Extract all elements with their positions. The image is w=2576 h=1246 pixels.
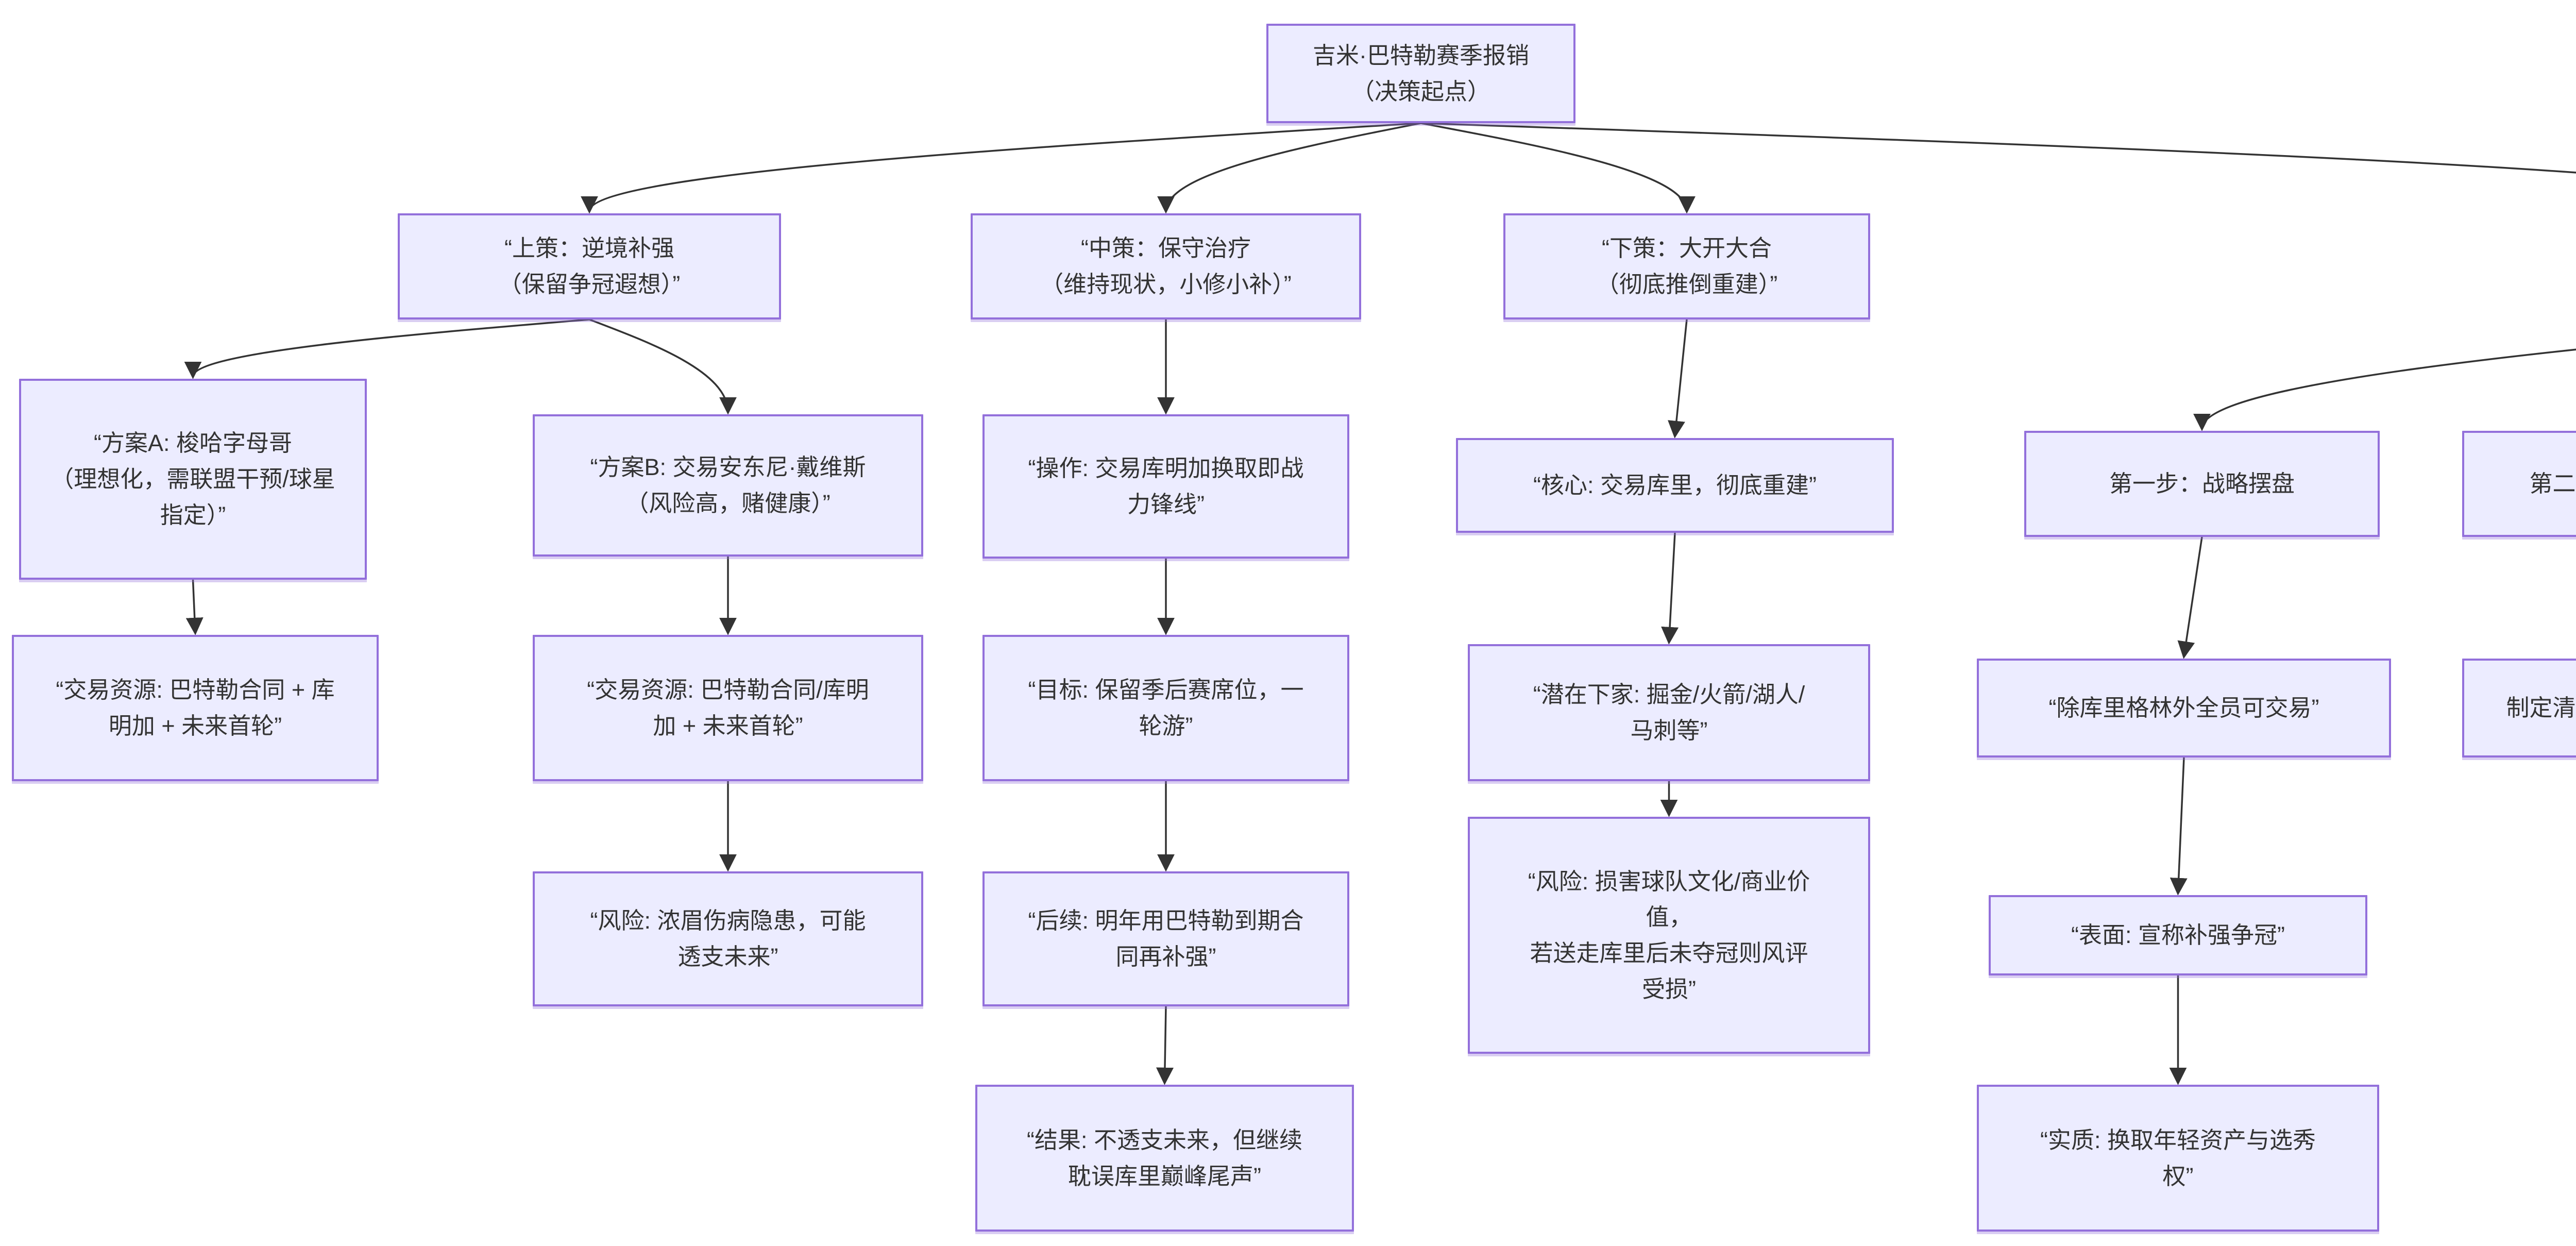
flow-edge-root-to-xia: [1420, 122, 1696, 214]
flow-node-ziyuanA: “交易资源: 巴特勒合同 + 库 明加 + 未来首轮”: [12, 635, 379, 781]
flow-edge-root-to-zhong: [1157, 122, 1421, 214]
flow-edge-root-to-yincang: [1420, 122, 2576, 174]
flow-node-jieguo: “结果: 不透支未来，但继续 耽误库里巅峰尾声”: [975, 1085, 1354, 1232]
flow-node-zhong: “中策：保守治疗 （维持现状，小修小补）”: [971, 213, 1361, 319]
flow-edge-fanganA-to-ziyuanA: [185, 579, 204, 635]
flow-node-qianzai: “潜在下家: 掘金/火箭/湖人/ 马刺等”: [1468, 644, 1870, 781]
flow-node-ziyuanB: “交易资源: 巴特勒合同/库明 加 + 未来首轮”: [533, 635, 923, 781]
flow-edge-hexin-to-qianzai: [1661, 532, 1679, 645]
flow-node-root: 吉米·巴特勒赛季报销 （决策起点）: [1266, 24, 1575, 123]
flow-edge-houxu-to-jieguo: [1156, 1006, 1174, 1085]
flow-edge-shang-to-fanganA: [184, 318, 590, 379]
flow-node-mubiao: “目标: 保留季后赛席位，一 轮游”: [982, 635, 1349, 781]
flow-node-zhiding: 制定清晰的长期重建蓝图: [2462, 659, 2576, 757]
flow-node-shizhi: “实质: 换取年轻资产与选秀 权”: [1977, 1085, 2379, 1232]
flow-edge-yincang-to-step1: [2193, 348, 2576, 431]
flow-node-fanganB: “方案B: 交易安东尼·戴维斯 （风险高，赌健康）”: [533, 414, 923, 557]
flow-node-biaomian: “表面: 宣称补强争冠”: [1989, 895, 2367, 975]
flow-node-fengxianB: “风险: 损害球队文化/商业价 值， 若送走库里后未夺冠则风评 受损”: [1468, 817, 1870, 1054]
flow-node-fanganA: “方案A: 梭哈字母哥 （理想化，需联盟干预/球星 指定）”: [19, 379, 367, 580]
flow-node-step1: 第一步：战略摆盘: [2024, 431, 2380, 537]
flow-node-step2: 第二步：更换管理层: [2462, 431, 2576, 537]
flow-node-houxu: “后续: 明年用巴特勒到期合 同再补强”: [982, 871, 1349, 1006]
flow-edge-shang-to-fanganB: [589, 318, 737, 415]
flow-node-caozuo: “操作: 交易库明加换取即战 力锋线”: [982, 414, 1349, 559]
flow-node-chukuli: “除库里格林外全员可交易”: [1977, 659, 2391, 757]
flow-edge-xia-to-hexin: [1668, 319, 1688, 439]
flow-node-xia: “下策：大开大合 （彻底推倒重建）”: [1503, 213, 1870, 319]
flow-node-hexin: “核心: 交易库里，彻底重建”: [1456, 438, 1894, 533]
flow-edge-root-to-shang: [581, 122, 1421, 214]
flow-node-fengxianA: “风险: 浓眉伤病隐患，可能 透支未来”: [533, 871, 923, 1006]
flow-edge-chukuli-to-biaomian: [2170, 757, 2188, 896]
flow-node-shang: “上策：逆境补强 （保留争冠遐想）”: [398, 213, 781, 319]
flow-edge-step1-to-chukuli: [2177, 536, 2203, 659]
